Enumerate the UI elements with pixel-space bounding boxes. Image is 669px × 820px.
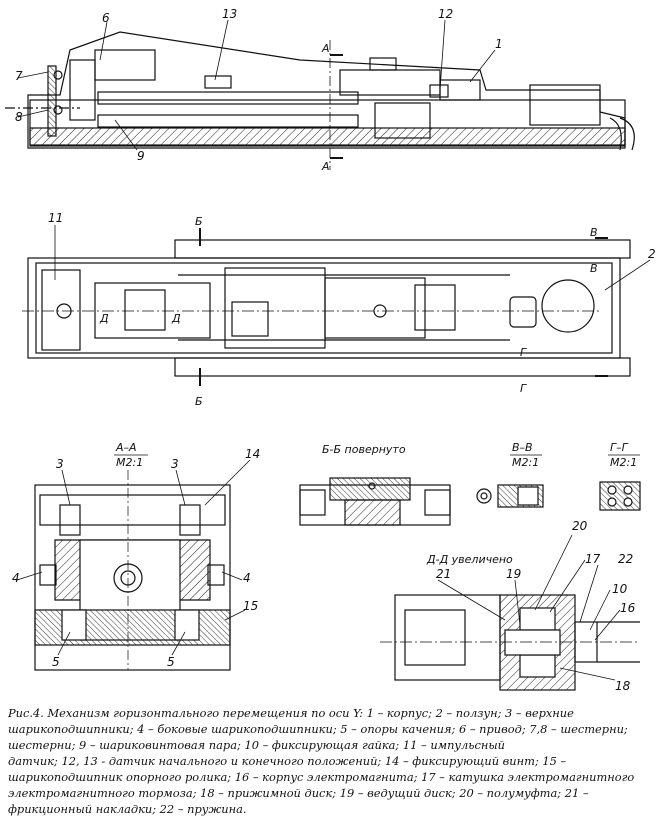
top-section-marks xyxy=(330,54,343,159)
callout-22: 22 xyxy=(618,552,633,566)
callout-5-right: 5 xyxy=(167,655,175,669)
bb-title: Б-Б повернуто xyxy=(322,443,406,456)
callout-10: 10 xyxy=(612,582,628,596)
callout-21: 21 xyxy=(436,567,451,581)
callout-2: 2 xyxy=(648,247,656,261)
leader-lines-plan xyxy=(54,225,651,291)
section-letter-b-top: Б xyxy=(195,215,203,228)
callout-3-right: 3 xyxy=(171,457,179,471)
aa-title: А–А xyxy=(115,441,137,454)
section-letter-v-inner: В xyxy=(590,262,598,275)
leader-lines-top xyxy=(17,19,496,151)
callout-20: 20 xyxy=(572,519,588,533)
callout-16: 16 xyxy=(620,601,636,615)
callout-12: 12 xyxy=(438,7,453,21)
dd-title: Д-Д увеличено xyxy=(426,553,513,566)
detail-letter-d-right: Д xyxy=(171,312,181,325)
section-letter-a-bottom: А xyxy=(321,160,330,173)
section-letter-v-top: В xyxy=(590,226,598,239)
caption-line: Рис.4. Механизм горизонтального перемеще… xyxy=(8,706,574,720)
section-bb-view xyxy=(299,477,451,526)
section-dd-view xyxy=(380,594,640,691)
section-gg-view xyxy=(599,481,641,511)
callout-4-right: 4 xyxy=(243,571,251,585)
vv-title: В–В xyxy=(512,441,533,454)
section-letter-g-inner: Г xyxy=(520,346,527,359)
caption-line: шестерни; 9 – шариковинтовая пара; 10 – … xyxy=(8,738,505,752)
section-letter-g-bottom: Г xyxy=(520,382,527,395)
callout-7: 7 xyxy=(15,69,23,83)
leader-lines-aa xyxy=(16,459,251,656)
detail-letter-d-left: Д xyxy=(99,312,109,325)
section-letter-a-top: А xyxy=(321,42,330,55)
callout-5-left: 5 xyxy=(52,655,60,669)
plan-view xyxy=(22,239,631,377)
callout-17: 17 xyxy=(585,552,601,566)
section-vv-view xyxy=(476,484,544,508)
section-letter-b-bottom: Б xyxy=(195,395,203,408)
callout-8: 8 xyxy=(15,110,23,124)
callout-6: 6 xyxy=(102,11,110,25)
side-elevation-view xyxy=(5,31,635,170)
caption-line: шарикоподшипники; 4 – боковые шарикоподш… xyxy=(8,722,628,736)
callout-9: 9 xyxy=(137,149,145,163)
callout-19: 19 xyxy=(506,567,521,581)
figure-caption: Рис.4. Механизм горизонтального перемеще… xyxy=(8,705,662,818)
callout-11: 11 xyxy=(48,211,63,225)
gg-scale: М2:1 xyxy=(610,456,637,469)
aa-scale: М2:1 xyxy=(116,456,143,469)
callout-4-left: 4 xyxy=(12,571,20,585)
callout-14: 14 xyxy=(245,447,260,461)
gg-title: Г–Г xyxy=(610,441,629,454)
vv-scale: М2:1 xyxy=(512,456,539,469)
callout-13: 13 xyxy=(222,7,237,21)
section-aa-view xyxy=(34,470,231,671)
leader-lines-dd xyxy=(437,534,621,681)
plan-section-marks xyxy=(199,228,608,386)
caption-line: шарикоподшипник опорного ролика; 16 – ко… xyxy=(8,770,635,784)
callout-3-left: 3 xyxy=(56,457,64,471)
caption-line: датчик; 12, 13 - датчик начального и кон… xyxy=(8,754,567,768)
callout-1: 1 xyxy=(495,37,503,51)
callout-18: 18 xyxy=(615,679,631,693)
callout-15: 15 xyxy=(243,599,258,613)
caption-line: электромагнитного тормоза; 18 – прижимно… xyxy=(8,786,589,800)
caption-line: фрикционный накладки; 22 – пружина. xyxy=(8,802,247,816)
